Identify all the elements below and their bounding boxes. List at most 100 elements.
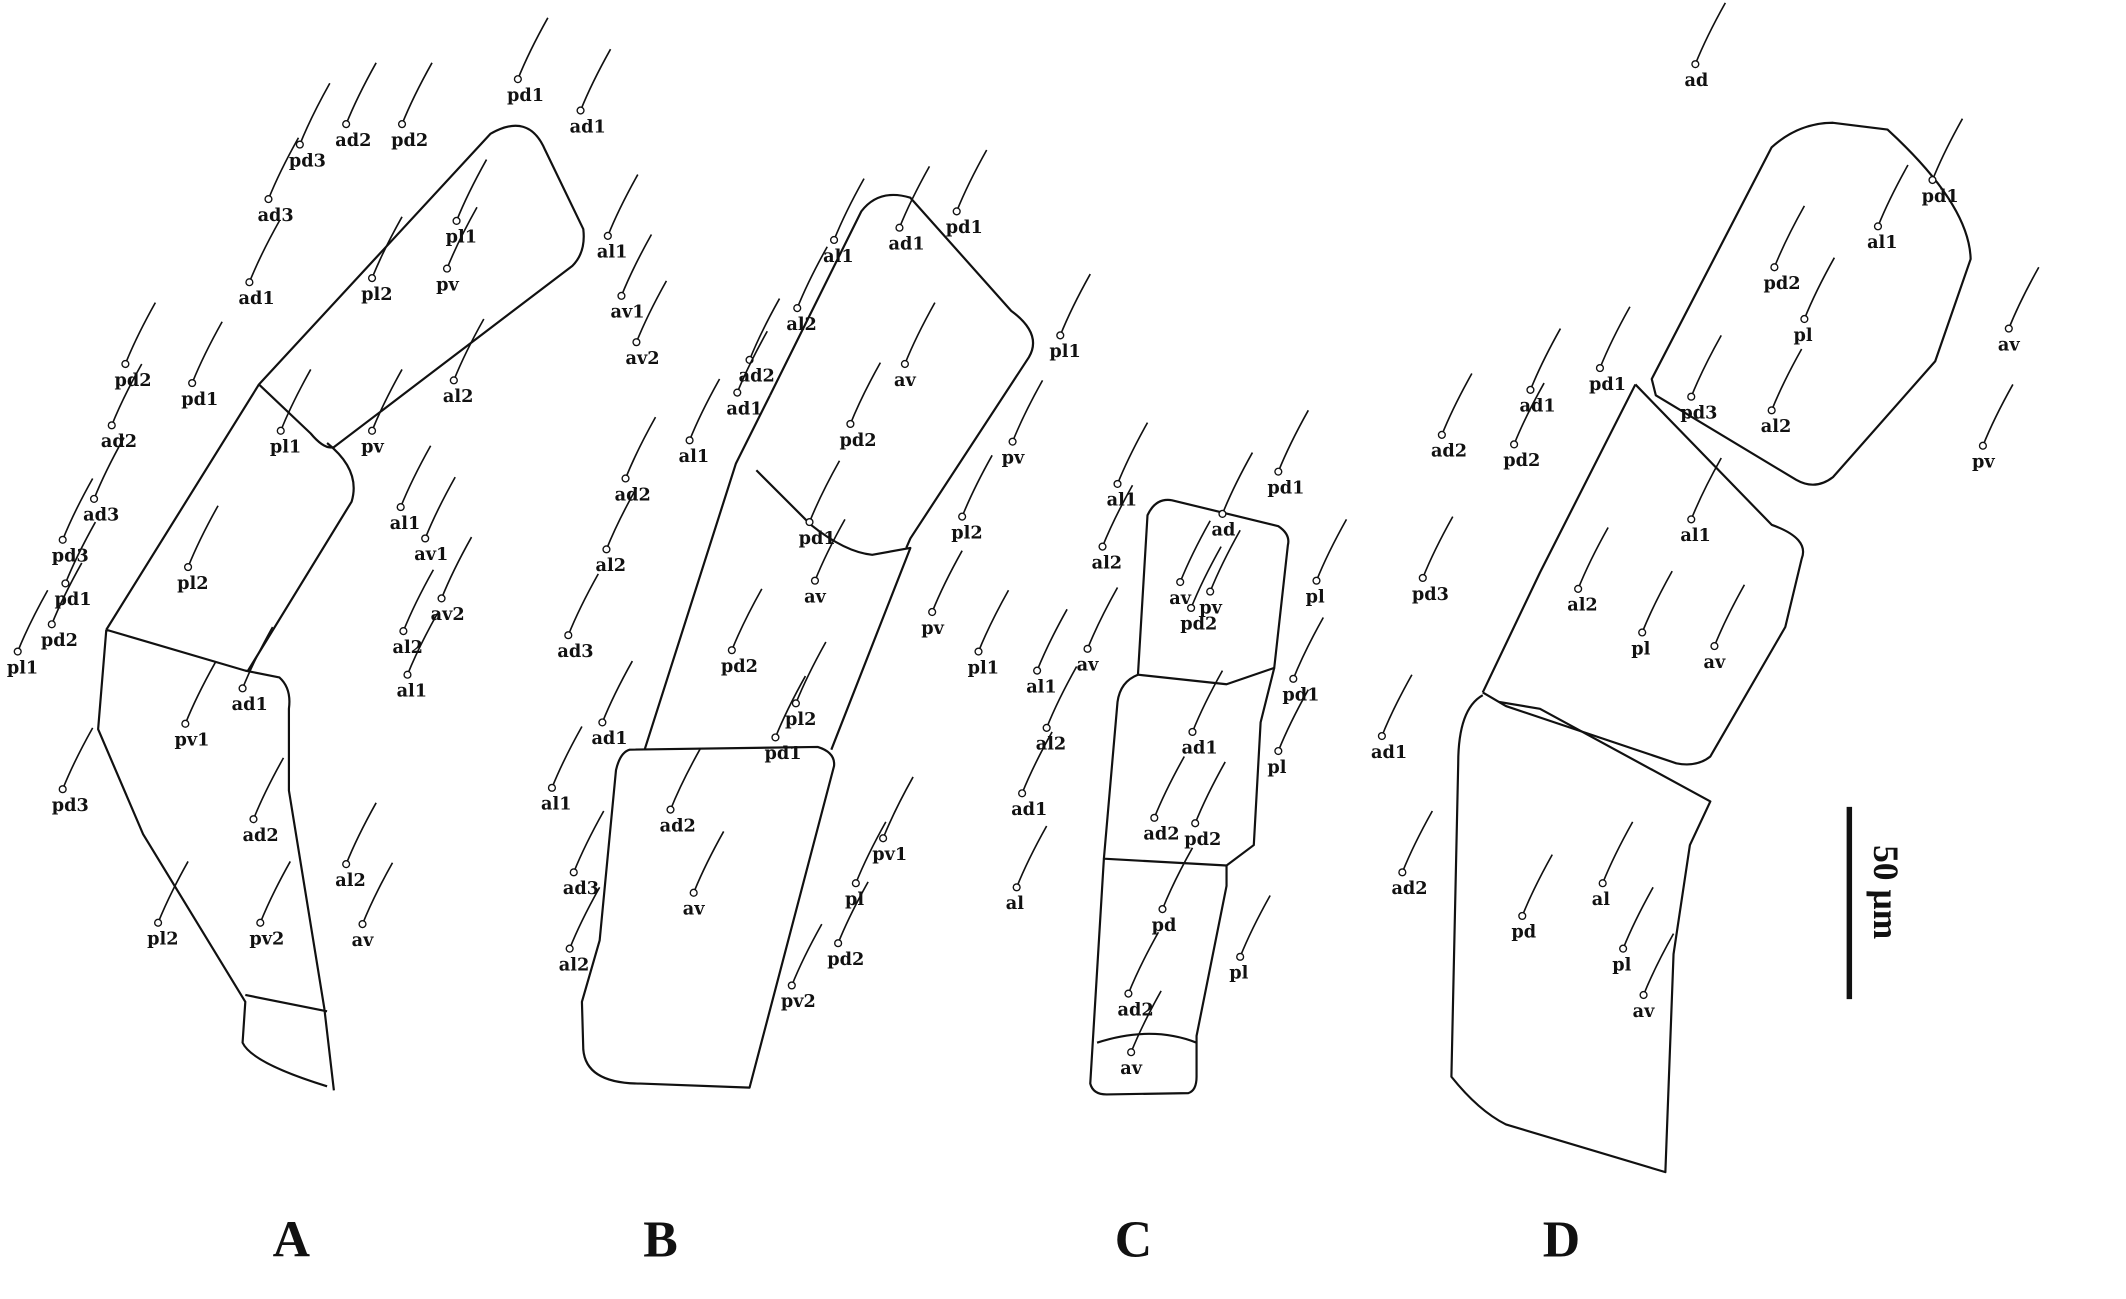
seta-socket (1873, 222, 1883, 231)
seta-socket (1083, 644, 1092, 653)
seta (1015, 825, 1048, 888)
seta-label-b: al1 (679, 446, 710, 467)
seta-label-c: pl (1306, 586, 1325, 607)
seta-label-a: pd1 (507, 85, 544, 106)
seta-socket (617, 291, 626, 300)
seta (1577, 527, 1609, 590)
seta-label-c: pd1 (1282, 685, 1319, 706)
seta-label-a: pd1 (55, 589, 92, 610)
seta-label-a: pv1 (174, 730, 209, 751)
panel-b: B (580, 193, 1035, 1269)
seta (16, 589, 49, 652)
seta-socket (1418, 573, 1427, 583)
panel-d-basal-segment (1450, 694, 1712, 1174)
seta (1931, 118, 1964, 181)
seta-socket (513, 75, 522, 84)
seta-socket (1188, 727, 1197, 737)
seta-socket (1236, 952, 1245, 961)
seta (774, 675, 807, 738)
seta (402, 569, 435, 632)
seta-label-d: pl (1793, 325, 1812, 346)
seta (187, 505, 219, 568)
seta (796, 246, 828, 309)
seta-socket (342, 120, 351, 129)
seta-socket (442, 264, 452, 273)
seta (1803, 257, 1836, 320)
seta-socket (421, 534, 430, 543)
seta-label-a: av (352, 930, 374, 951)
seta-label-c: av (1120, 1058, 1142, 1079)
seta-label-b: pl2 (951, 522, 982, 543)
seta-socket (1033, 666, 1042, 675)
panel-letter-a: A (273, 1212, 310, 1269)
seta-label-a: al1 (597, 242, 628, 263)
seta-label-b: ad1 (726, 398, 762, 419)
seta-label-a: pv (436, 274, 459, 295)
panel-a-middle-segment (105, 383, 355, 672)
seta-label-a: ad2 (243, 825, 279, 846)
seta (406, 612, 439, 676)
seta-socket (602, 545, 611, 554)
seta-label-c: pd2 (1184, 829, 1221, 850)
seta-socket (1113, 479, 1122, 489)
seta (371, 216, 403, 279)
seta (977, 589, 1010, 652)
seta-label-c: pd (1152, 915, 1177, 936)
seta (252, 757, 285, 820)
seta-socket (1398, 868, 1407, 877)
seta (299, 82, 331, 145)
seta (1529, 328, 1562, 391)
seta (1190, 546, 1222, 609)
seta-label-d: ad2 (1391, 878, 1427, 899)
seta-socket (1124, 989, 1133, 998)
seta (931, 550, 963, 613)
scale-bar-label: 50 µm (1866, 845, 1906, 939)
panel-d-distal-segment (1650, 121, 1972, 486)
seta-socket (256, 918, 265, 927)
seta (51, 562, 83, 625)
seta (1036, 608, 1068, 671)
seta (1513, 382, 1545, 445)
seta-label-b: pl1 (1049, 341, 1080, 362)
seta-socket (569, 868, 578, 877)
seta-label-d: al2 (1567, 595, 1598, 616)
seta (401, 62, 433, 125)
seta-label-b: pl (845, 889, 864, 910)
seta-socket (805, 517, 814, 527)
seta-socket (403, 670, 412, 679)
seta-socket (1127, 1048, 1136, 1057)
panel-d-middle-segment (1481, 383, 1805, 766)
seta-label-b: pl1 (968, 657, 999, 678)
seta-socket (399, 627, 408, 636)
seta-label-d: al1 (1867, 232, 1898, 253)
seta (795, 641, 827, 704)
seta-socket (632, 338, 641, 347)
seta-label-a: ad1 (238, 288, 274, 309)
panel-b-basal-segment (580, 745, 836, 1089)
seta-label-a: pd3 (52, 795, 89, 816)
seta (833, 178, 865, 241)
seta-socket (245, 278, 254, 287)
seta-socket (358, 920, 367, 929)
seta-socket (547, 783, 557, 792)
seta (2008, 266, 2040, 329)
seta-socket (1619, 944, 1628, 953)
seta-label-a: pl2 (147, 929, 178, 950)
seta (1101, 484, 1134, 547)
seta (961, 454, 993, 517)
seta-label-b: al2 (786, 314, 817, 335)
seta-socket (603, 231, 612, 240)
seta-label-a: pd1 (181, 389, 218, 410)
panel-b-middle-segment (643, 394, 912, 751)
seta-label-d: av (1633, 1001, 1655, 1022)
seta (567, 573, 599, 636)
seta-label-b: pd2 (827, 949, 864, 970)
seta (688, 378, 721, 441)
seta-label-a: ad1 (570, 116, 606, 137)
seta (748, 298, 781, 361)
seta-socket (1574, 584, 1583, 593)
seta-socket (1526, 385, 1535, 394)
seta-socket (342, 860, 351, 869)
seta (620, 234, 653, 297)
